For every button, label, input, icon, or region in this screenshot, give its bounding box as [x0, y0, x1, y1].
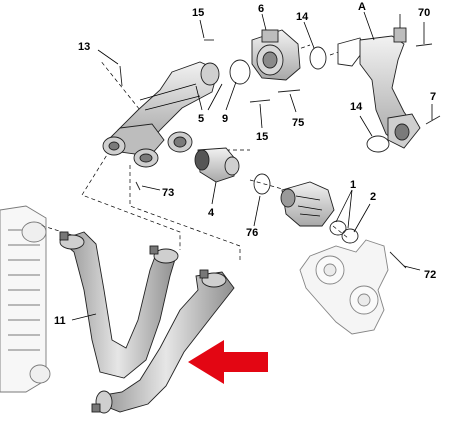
callout-a: A	[358, 1, 366, 13]
callout-70: 70	[418, 7, 430, 19]
hose-clamp	[253, 173, 271, 195]
charge-pipe	[280, 181, 335, 227]
intercooler-ghost	[0, 205, 51, 393]
callout-1: 1	[350, 179, 356, 191]
callout-6: 6	[258, 3, 264, 15]
callout-75: 75	[292, 117, 304, 129]
leader-lines	[71, 11, 433, 321]
callout-9: 9	[222, 113, 228, 125]
seal-rings-1-2	[329, 220, 359, 244]
callout-11: 11	[54, 315, 66, 327]
callout-15-bottom: 15	[256, 131, 268, 143]
callout-7: 7	[430, 91, 436, 103]
red-pointer-arrow	[188, 340, 268, 384]
clamp-ring	[229, 59, 251, 85]
seal-ring-upper	[309, 46, 327, 70]
callout-72: 72	[424, 269, 436, 281]
seal-ring-lower	[366, 135, 390, 153]
callout-4: 4	[208, 207, 215, 219]
callout-labels: 15 6 14 A 70 13 5 9 15 75 14 7 73 4 76 1…	[54, 1, 436, 327]
callout-76: 76	[246, 227, 258, 239]
outlet-pipe-a	[337, 27, 421, 149]
callout-2: 2	[370, 191, 376, 203]
callout-14-lower: 14	[350, 101, 363, 113]
intercooler-hose	[59, 231, 235, 414]
bolts	[119, 39, 441, 269]
callout-15-top: 15	[192, 7, 204, 19]
intake-pipe-assembly	[102, 61, 220, 168]
callout-73: 73	[162, 187, 174, 199]
callout-13: 13	[78, 41, 90, 53]
coupling-hose	[194, 147, 240, 183]
turbocharger-ghost	[299, 239, 389, 335]
callout-14-upper: 14	[296, 11, 309, 23]
throttle-body	[251, 29, 301, 81]
callout-5: 5	[198, 113, 204, 125]
